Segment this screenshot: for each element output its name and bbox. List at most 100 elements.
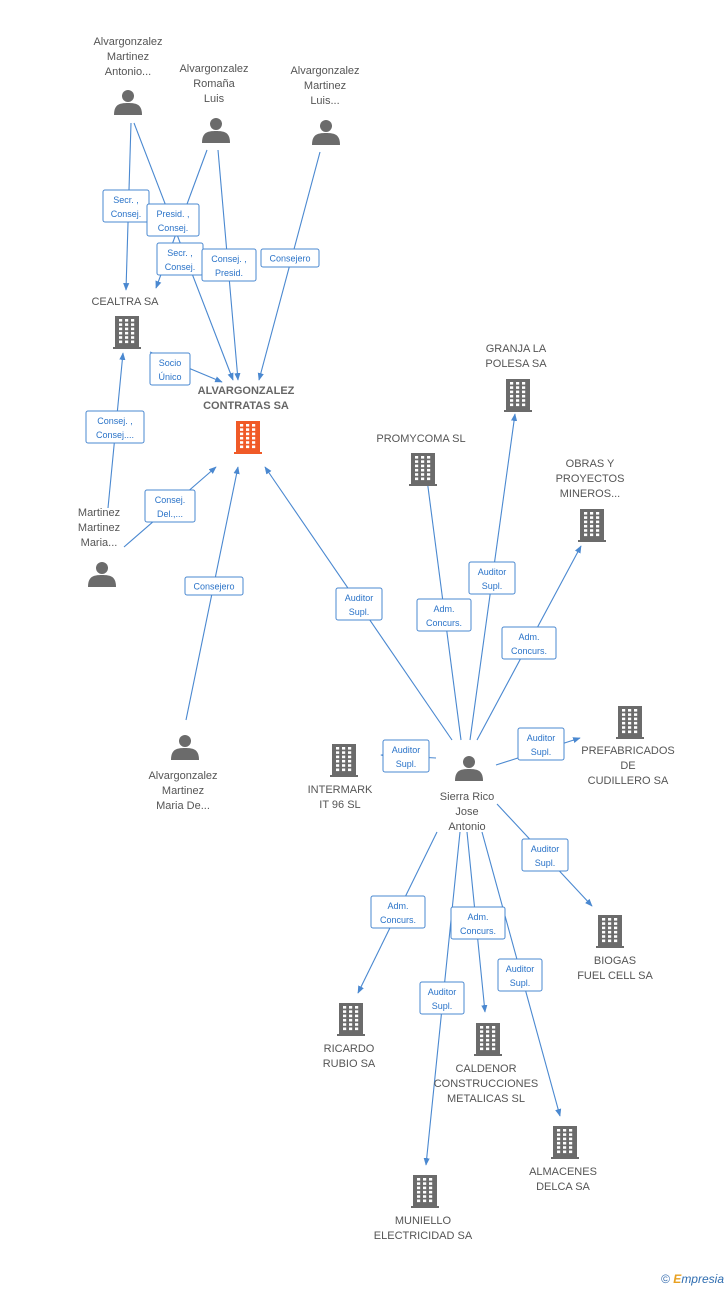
edge-label-box <box>382 739 430 773</box>
node-c_muniello[interactable]: MUNIELLO ELECTRICIDAD SA <box>374 1175 473 1242</box>
brand-logo-initial: E <box>673 1272 682 1286</box>
edge-label-p_romana-to-c_cealtra[interactable]: Presid. , Consej. <box>146 203 200 237</box>
building-icon <box>330 744 358 777</box>
node-label: ELECTRICIDAD SA <box>374 1230 473 1242</box>
edge-label-text: Adm. <box>467 912 488 922</box>
edge-label-text: Supl. <box>349 607 370 617</box>
edge-label-text: Supl. <box>432 1001 453 1011</box>
edge-label-p_sierra-to-c_caldenor[interactable]: Adm.Concurs. <box>450 906 506 940</box>
edge-label-text: Socio <box>159 358 182 368</box>
edge-label-box <box>201 248 257 282</box>
building-icon <box>113 316 141 349</box>
edge-label-text: Presid. , <box>156 209 189 219</box>
node-label: Luis <box>204 93 225 105</box>
node-label: CONSTRUCCIONES <box>434 1078 539 1090</box>
node-p_luis[interactable]: AlvargonzalezMartinezLuis... <box>290 65 360 145</box>
building-icon <box>551 1126 579 1159</box>
node-label: Romaña <box>193 78 235 90</box>
edge-label-p_antonio-to-c_cealtra[interactable]: Secr. ,Consej. <box>102 189 150 223</box>
edge-label-text: Del.,... <box>157 509 183 519</box>
edge-label-box <box>260 248 320 268</box>
node-label: Martinez <box>162 785 204 797</box>
edge-label-text: Único <box>158 372 181 382</box>
edge-label-p_antonio-to-c_contratas[interactable]: Secr. , Consej. <box>156 242 204 276</box>
edge-label-text: Auditor <box>392 745 421 755</box>
edge-label-text: Presid. <box>215 268 243 278</box>
edge-label-p_romana-to-c_contratas[interactable]: Consej. ,Presid. <box>201 248 257 282</box>
building-icon <box>234 421 262 454</box>
node-c_obras[interactable]: OBRAS YPROYECTOSMINEROS... <box>556 458 625 542</box>
node-label: IT 96 SL <box>319 799 360 811</box>
edge-label-box <box>146 203 200 237</box>
edge-label-text: Concurs. <box>426 618 462 628</box>
node-label: RICARDO <box>324 1043 375 1055</box>
edge-label-text: Secr. , <box>167 248 193 258</box>
edge-label-box <box>419 981 465 1015</box>
node-c_cealtra[interactable]: CEALTRA SA <box>91 296 159 349</box>
edge-label-text: Consej. <box>165 262 196 272</box>
edge-label-box <box>370 895 426 929</box>
node-label: Antonio <box>448 821 485 833</box>
node-label: FUEL CELL SA <box>577 970 653 982</box>
edge-label-box <box>521 838 569 872</box>
edge-label-box <box>497 958 543 992</box>
edge-label-text: Supl. <box>531 747 552 757</box>
footer-brand[interactable]: © Empresia <box>661 1272 724 1286</box>
edge-label-p_sierra-to-c_promycoma[interactable]: Adm.Concurs. <box>416 598 472 632</box>
edge-label-p_luis-to-c_contratas[interactable]: Consejero <box>260 248 320 268</box>
node-label: BIOGAS <box>594 955 636 967</box>
node-p_maria[interactable]: MartinezMartinezMaria... <box>78 507 120 587</box>
copyright-symbol: © <box>661 1272 670 1286</box>
edge-label-box <box>184 576 244 596</box>
edge-label-p_sierra-to-c_obras[interactable]: Adm.Concurs. <box>501 626 557 660</box>
node-label: MUNIELLO <box>395 1215 452 1227</box>
edge-label-box <box>85 410 145 444</box>
building-icon <box>578 509 606 542</box>
person-icon <box>88 562 116 587</box>
nodes-layer: AlvargonzalezMartinezAntonio...Alvargonz… <box>78 36 675 1242</box>
node-label: Alvargonzalez <box>290 65 359 77</box>
edge-label-text: Consej.... <box>96 430 134 440</box>
node-label: Alvargonzalez <box>93 36 162 48</box>
edge-label-p_mariade-to-c_contratas[interactable]: Consejero <box>184 576 244 596</box>
node-label: Martinez <box>107 51 149 63</box>
node-label: OBRAS Y <box>566 458 615 470</box>
building-icon <box>596 915 624 948</box>
node-label: CONTRATAS SA <box>203 400 289 412</box>
edge-label-text: Adm. <box>518 632 539 642</box>
node-label: Alvargonzalez <box>179 63 248 75</box>
person-icon <box>171 735 199 760</box>
edge-label-box <box>144 489 196 523</box>
node-label: PROYECTOS <box>556 473 625 485</box>
edge-label-text: Supl. <box>510 978 531 988</box>
edge-label-text: Consej. <box>158 223 189 233</box>
edge-label-p_maria-to-c_contratas[interactable]: Consej.Del.,... <box>144 489 196 523</box>
node-c_promycoma[interactable]: PROMYCOMA SL <box>376 433 466 486</box>
node-p_antonio[interactable]: AlvargonzalezMartinezAntonio... <box>93 36 163 115</box>
edge-label-p_sierra-to-c_ricardo[interactable]: Adm.Concurs. <box>370 895 426 929</box>
edge-label-p_maria-to-c_cealtra[interactable]: Consej. ,Consej.... <box>85 410 145 444</box>
person-icon <box>455 756 483 781</box>
node-label: CALDENOR <box>455 1063 516 1075</box>
node-label: CEALTRA SA <box>91 296 159 308</box>
node-c_biogas[interactable]: BIOGAS FUEL CELL SA <box>577 915 653 982</box>
node-label: Luis... <box>310 95 339 107</box>
